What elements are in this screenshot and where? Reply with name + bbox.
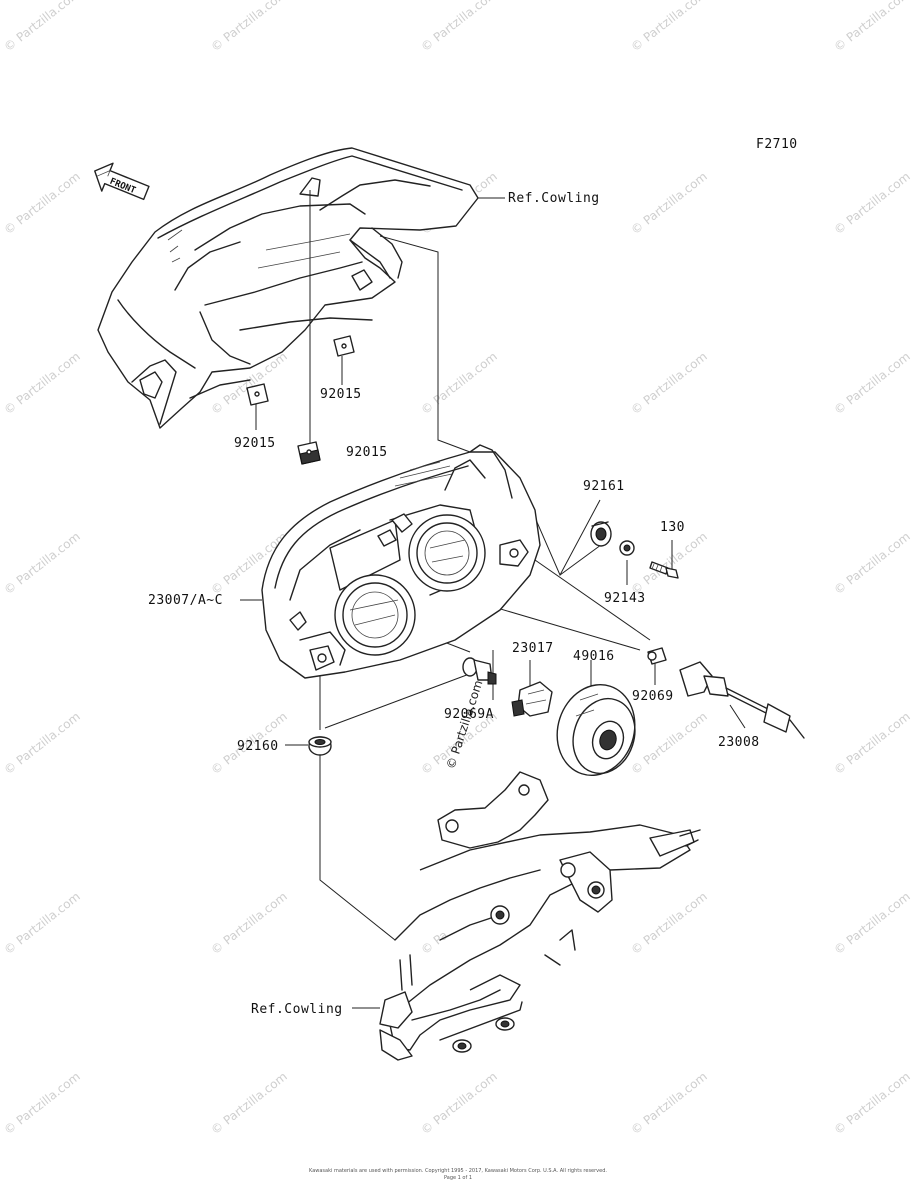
label-ref-cowling-top: Ref.Cowling bbox=[508, 191, 600, 206]
label-92015-b: 92015 bbox=[234, 436, 276, 451]
headlight-bracket bbox=[379, 771, 701, 1061]
label-ref-cowling-bottom: Ref.Cowling bbox=[251, 1002, 343, 1017]
grommet-92160 bbox=[308, 736, 332, 756]
label-92069: 92069 bbox=[632, 689, 674, 704]
front-arrow-icon: FRONT bbox=[94, 162, 150, 201]
watermark-text: © Partzilla.com bbox=[1, 889, 83, 957]
watermark-text: © Partzilla.com bbox=[831, 889, 913, 957]
watermark-text: © Partzilla.com bbox=[831, 169, 913, 237]
label-23017: 23017 bbox=[512, 641, 554, 656]
clip-92015-c bbox=[297, 441, 321, 465]
leader-lines bbox=[240, 190, 746, 1009]
watermark-text: © Partzilla.com bbox=[208, 1069, 290, 1137]
cap-49016 bbox=[556, 684, 636, 776]
watermark-text: © Partzilla.com bbox=[831, 709, 913, 777]
watermark-text: © Partzilla.com bbox=[208, 889, 290, 957]
watermark-text: © Partzilla.com bbox=[1, 349, 83, 417]
harness-23008 bbox=[679, 661, 805, 739]
label-92015-c: 92015 bbox=[346, 445, 388, 460]
grommet-92161 bbox=[590, 521, 612, 547]
label-130: 130 bbox=[660, 520, 685, 535]
bulb-92069 bbox=[647, 647, 667, 665]
label-92160: 92160 bbox=[237, 739, 279, 754]
clip-92015-b bbox=[246, 383, 269, 406]
watermark-text: © Partzilla.com bbox=[831, 0, 913, 54]
footer-copyright: Kawasaki materials are used with permiss… bbox=[309, 1168, 607, 1174]
watermark-text: © Partzilla.com bbox=[831, 349, 913, 417]
label-23008: 23008 bbox=[718, 735, 760, 750]
diagram-code: F2710 bbox=[756, 137, 798, 152]
upper-cowling bbox=[97, 147, 479, 429]
headlight-assembly bbox=[261, 444, 541, 679]
footer-page: Page 1 of 1 bbox=[444, 1175, 472, 1181]
label-92143: 92143 bbox=[604, 591, 646, 606]
watermark-text: © Partzilla.com bbox=[1, 709, 83, 777]
label-92015-a: 92015 bbox=[320, 387, 362, 402]
watermark-text: © Partzilla.com bbox=[1, 1069, 83, 1137]
socket-23017 bbox=[511, 681, 553, 717]
collar-92143 bbox=[619, 540, 635, 556]
watermark-text: © Partzilla.com bbox=[628, 529, 710, 597]
watermark-text: © Partzilla.com bbox=[628, 0, 710, 54]
watermark-text: © Partzilla.com bbox=[628, 889, 710, 957]
bulb-92069A bbox=[462, 657, 497, 685]
watermark-text: © Partzilla.com bbox=[831, 1069, 913, 1137]
label-49016: 49016 bbox=[573, 649, 615, 664]
watermark-text: © Partzilla.com bbox=[628, 349, 710, 417]
watermark-text: © Partzilla.com bbox=[1, 169, 83, 237]
watermark-text: © Partzilla.com bbox=[418, 0, 500, 54]
label-92069A: 92069A bbox=[444, 707, 494, 722]
watermark-text: © Partzilla.com bbox=[418, 349, 500, 417]
watermark-text: © Partzilla.com bbox=[831, 529, 913, 597]
label-23007: 23007/A~C bbox=[148, 593, 223, 608]
watermark-text: © Partzilla.com bbox=[628, 1069, 710, 1137]
watermark-text: © Partzilla.com bbox=[418, 1069, 500, 1137]
watermark-text: © Partzilla.com bbox=[628, 169, 710, 237]
watermark-text: © Partzilla.com bbox=[1, 529, 83, 597]
label-92161: 92161 bbox=[583, 479, 625, 494]
clip-92015-a bbox=[333, 335, 355, 357]
part-labels: Ref.Cowling 92015 92015 92015 92161 130 … bbox=[148, 191, 760, 1017]
watermark-text: © Partzilla.com bbox=[208, 0, 290, 54]
bolt-130 bbox=[649, 561, 679, 579]
watermark-text: © Partzilla.com bbox=[628, 709, 710, 777]
watermark-text: © Partzilla.com bbox=[1, 0, 83, 54]
